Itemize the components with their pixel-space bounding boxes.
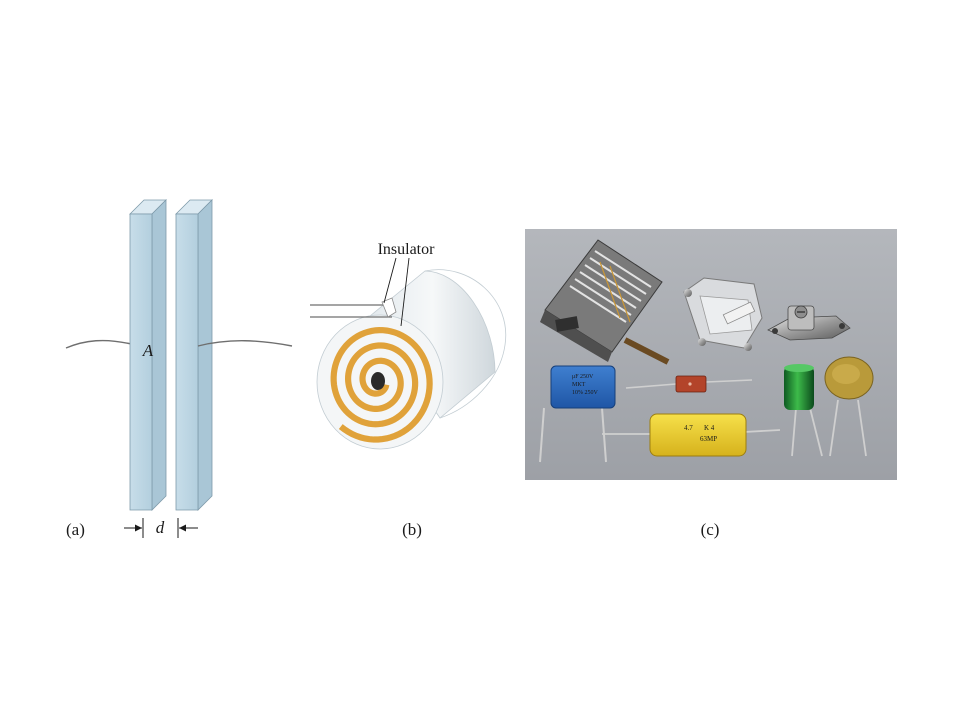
blue-cap-marking-3: 10% 250V [572, 390, 598, 396]
right-wire [197, 340, 293, 347]
spiral-foil [330, 327, 433, 443]
separation-label: d [156, 518, 165, 537]
axial-capacitor-icon: 4.7 K 4 63MP [602, 413, 781, 457]
panel-c: μF 250V MKT 10% 250V [525, 229, 897, 539]
small-trimmer-icon [767, 305, 851, 341]
insulator-callout [383, 257, 410, 327]
variable-capacitor-icon [540, 239, 670, 365]
axial-cap-marking-1: 4.7 [684, 424, 693, 432]
left-plate [129, 199, 167, 511]
separation-dimension [124, 518, 198, 538]
panel-b-label: (b) [402, 520, 422, 539]
electrolytic-capacitor-icon [784, 364, 823, 457]
panel-b: Insulator (b) [310, 241, 507, 539]
red-ceramic-capacitor-icon [625, 375, 753, 393]
panel-c-label: (c) [701, 520, 720, 539]
lead-wires [310, 297, 397, 318]
plate-area-label: A [142, 341, 154, 360]
panel-a-label: (a) [66, 520, 85, 539]
left-wire [65, 339, 132, 349]
mica-trimmer-icon [683, 277, 763, 351]
disc-capacitor-icon [824, 356, 874, 457]
panel-a: A d (a) [65, 199, 293, 539]
blue-cap-marking-1: μF 250V [572, 374, 594, 380]
blue-cap-marking-2: MKT [572, 382, 586, 388]
right-plate [175, 199, 213, 511]
insulator-label: Insulator [378, 241, 436, 258]
axial-cap-marking-2: K 4 [704, 424, 715, 432]
axial-cap-marking-3: 63MP [700, 435, 717, 443]
blue-film-capacitor-icon: μF 250V MKT 10% 250V [539, 365, 616, 463]
